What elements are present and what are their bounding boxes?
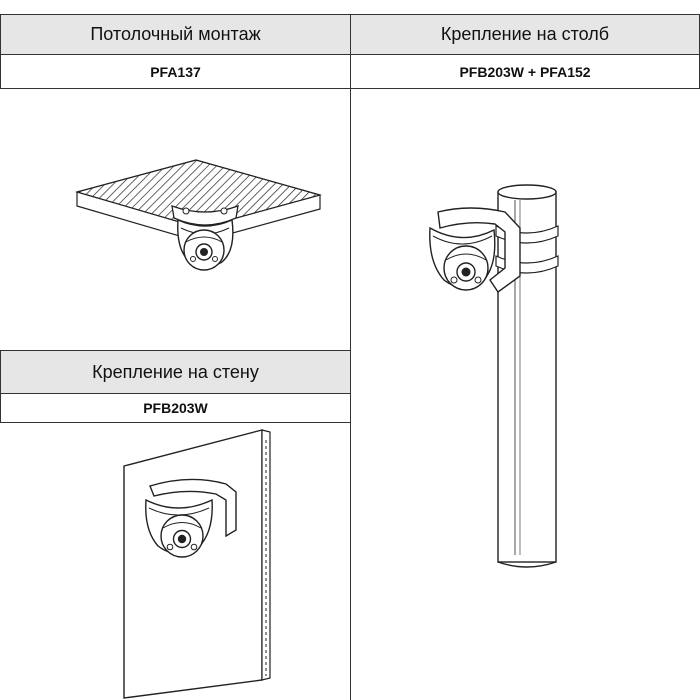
wall-mount-model-cell: PFB203W bbox=[0, 393, 351, 423]
wall-panel-front bbox=[123, 429, 263, 699]
ceiling-mount-header: Потолочный монтаж bbox=[0, 14, 351, 55]
ceiling-mount-model: PFA137 bbox=[150, 63, 201, 80]
pole-mount-model-cell: PFB203W + PFA152 bbox=[350, 54, 700, 89]
pole-bracket bbox=[437, 207, 521, 293]
pole-top bbox=[497, 184, 557, 200]
pole-bottom bbox=[497, 561, 557, 568]
ceiling-mount-model-cell: PFA137 bbox=[0, 54, 351, 89]
wall-mount-header: Крепление на стену bbox=[0, 350, 351, 394]
wall-mount-model: PFB203W bbox=[143, 400, 208, 416]
wall-bracket bbox=[149, 478, 237, 538]
wall-mount-title: Крепление на стену bbox=[92, 361, 259, 382]
pole-mount-model: PFB203W + PFA152 bbox=[459, 63, 591, 80]
ceiling-mount-title: Потолочный монтаж bbox=[90, 24, 261, 44]
pole-mount-title: Крепление на столб bbox=[440, 24, 610, 44]
